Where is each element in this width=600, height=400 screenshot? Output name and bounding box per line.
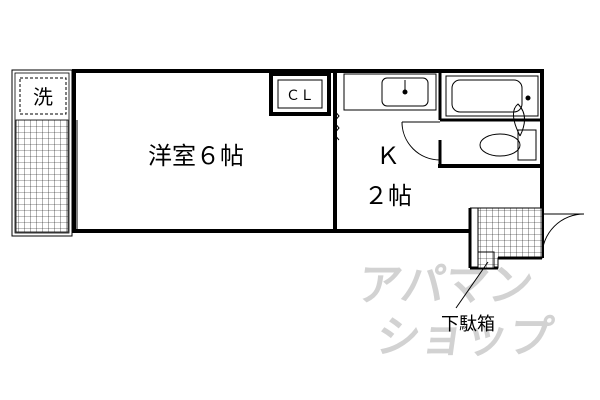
laundry-label: 洗 [33, 85, 53, 109]
closet-label: ＣＬ [286, 88, 314, 104]
western-room-label: 洋室６帖 [148, 142, 244, 170]
kitchen-size-label: ２帖 [364, 182, 412, 210]
toilet [479, 103, 537, 161]
watermark-line1: アパマン [354, 260, 536, 311]
balcony [11, 69, 73, 237]
entrance-door [540, 212, 585, 258]
shoe-box: 下駄箱 [441, 251, 495, 335]
folding-door [333, 109, 340, 141]
washer-space: 洗 [19, 77, 67, 115]
kitchen-letter-label: Ｋ [376, 142, 400, 170]
watermark-line2: ショップ [373, 312, 557, 363]
watermark: アパマン ショップ [354, 260, 557, 363]
window [71, 120, 78, 231]
closet: ＣＬ [269, 72, 331, 116]
bathtub [445, 75, 539, 117]
shoe-box-label: 下駄箱 [441, 314, 495, 335]
kitchen-sink [343, 73, 437, 111]
bath-door [401, 121, 441, 161]
walls [72, 69, 544, 233]
